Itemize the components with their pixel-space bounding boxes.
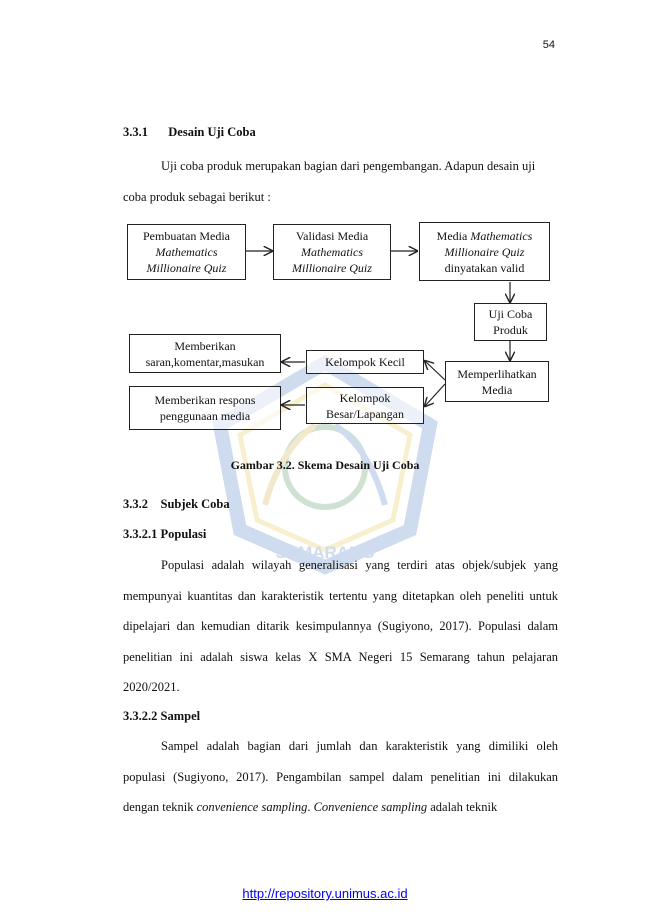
box-memperlihatkan-media: Memperlihatkan Media — [445, 361, 549, 402]
arrow-5-to-besar — [425, 383, 446, 406]
section-title: Desain Uji Coba — [168, 125, 256, 139]
repository-link[interactable]: http://repository.unimus.ac.id — [242, 886, 408, 901]
intro-paragraph: Uji coba produk merupakan bagian dari pe… — [123, 151, 558, 212]
populasi-heading: 3.3.2.1 Populasi — [123, 527, 207, 541]
box-pembuatan-media-line2: Mathematics — [155, 245, 218, 259]
section-number: 3.3.1 — [123, 125, 148, 139]
box-validasi-media-line2: Mathematics — [301, 245, 363, 259]
intro-line-1: Uji coba produk merupakan bagian dari pe… — [161, 159, 536, 173]
sampel-paragraph: Sampel adalah bagian dari jumlah dan kar… — [123, 731, 558, 823]
populasi-text: Populasi adalah wilayah generalisasi yan… — [123, 558, 558, 694]
box-respons-line1: Memberikan respons — [154, 393, 256, 407]
box-uji-coba-produk: Uji Coba Produk — [474, 303, 547, 341]
subjek-heading: 3.3.2 Subjek Coba — [123, 497, 230, 511]
flow-diagram-arrows — [246, 0, 650, 460]
box-media-valid-line3: dinyatakan valid — [444, 260, 525, 275]
box-uji-coba-line1: Uji Coba — [488, 307, 533, 321]
box-memberikan-respons: Memberikan respons penggunaan media — [129, 386, 281, 430]
box-uji-coba-line2: Produk — [493, 323, 528, 337]
box-kelompok-kecil: Kelompok Kecil — [306, 350, 424, 374]
box-media-valid-line2: Millionaire Quiz — [444, 244, 525, 259]
section-heading: 3.3.1 Desain Uji Coba — [123, 125, 256, 140]
sampel-text: Sampel adalah bagian dari jumlah dan kar… — [123, 739, 558, 814]
box-pembuatan-media-line1: Pembuatan Media — [143, 229, 230, 243]
populasi-paragraph: Populasi adalah wilayah generalisasi yan… — [123, 550, 558, 703]
box-validasi-media-line3: Millionaire Quiz — [292, 261, 372, 275]
box-validasi-media: Validasi Media Mathematics Millionaire Q… — [273, 224, 391, 280]
box-kelompok-besar: Kelompok Besar/Lapangan — [306, 387, 424, 424]
box-saran-line1: Memberikan — [174, 338, 236, 353]
page-number: 54 — [542, 39, 555, 51]
box-media-valid-line1: Media Mathematics — [436, 228, 533, 243]
box-memberikan-saran: Memberikan saran,komentar,masukan — [129, 334, 281, 373]
sampel-heading: 3.3.2.2 Sampel — [123, 709, 201, 723]
arrow-5-to-kecil — [425, 361, 446, 381]
box-pembuatan-media-line3: Millionaire Quiz — [146, 261, 227, 275]
box-memperlihatkan-line2: Media — [481, 382, 513, 397]
box-validasi-media-line1: Validasi Media — [295, 229, 369, 243]
box-kelompok-besar-line2: Besar/Lapangan — [326, 406, 404, 421]
box-pembuatan-media: Pembuatan Media Mathematics Millionaire … — [127, 224, 246, 280]
box-memperlihatkan-line1: Memperlihatkan — [457, 366, 537, 381]
box-kelompok-kecil-label: Kelompok Kecil — [325, 355, 405, 369]
box-media-valid: Media Mathematics Millionaire Quiz dinya… — [419, 222, 550, 281]
box-kelompok-besar-line1: Kelompok — [339, 390, 391, 405]
box-respons-line2: penggunaan media — [159, 409, 251, 423]
intro-line-2: coba produk sebagai berikut : — [123, 189, 271, 204]
figure-caption: Gambar 3.2. Skema Desain Uji Coba — [230, 458, 420, 472]
svg-text:SEMARANG: SEMARANG — [275, 543, 374, 562]
box-saran-line2: saran,komentar,masukan — [145, 354, 265, 369]
